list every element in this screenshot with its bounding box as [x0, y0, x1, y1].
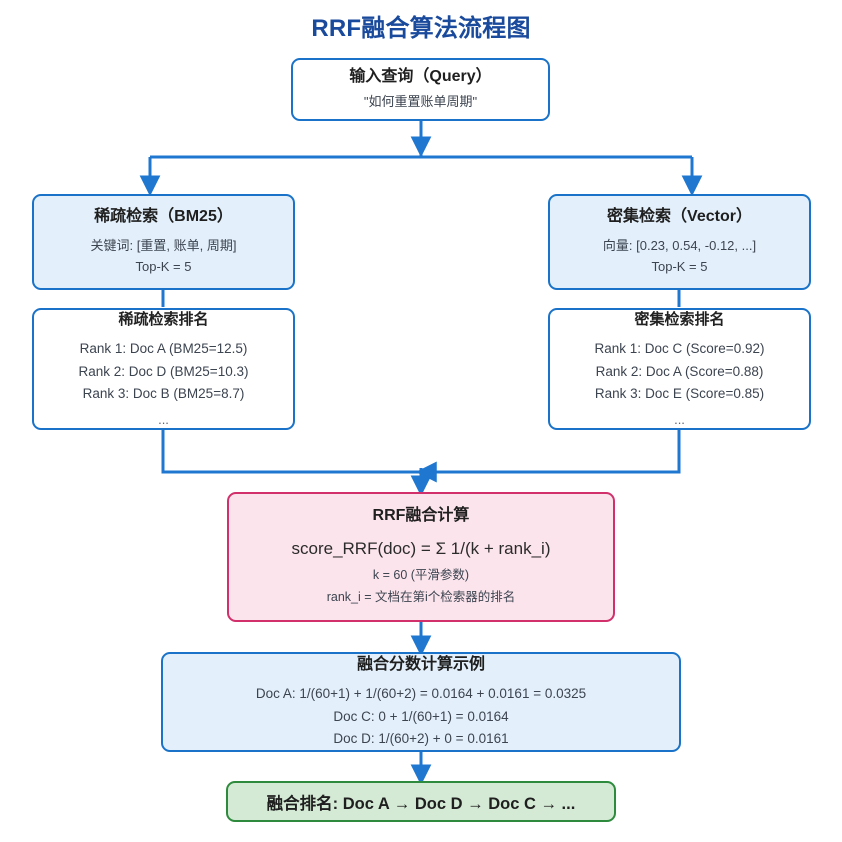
- node-rrf-fusion[interactable]: RRF融合计算 score_RRF(doc) = Σ 1/(k + rank_i…: [227, 492, 615, 622]
- node-dense-retrieval-topk: Top-K = 5: [651, 258, 708, 274]
- node-dense-ranking-row: Rank 2: Doc A (Score=0.88): [595, 363, 764, 379]
- node-fusion-example-row: Doc D: 1/(60+2) + 0 = 0.0161: [333, 730, 509, 746]
- node-dense-ranking[interactable]: 密集检索排名 Rank 1: Doc C (Score=0.92) Rank 2…: [548, 308, 811, 430]
- node-dense-retrieval[interactable]: 密集检索（Vector） 向量: [0.23, 0.54, -0.12, ...…: [548, 194, 811, 290]
- node-rrf-fusion-k-note: k = 60 (平滑参数): [372, 568, 470, 583]
- node-rrf-fusion-formula: score_RRF(doc) = Σ 1/(k + rank_i): [291, 538, 551, 558]
- node-dense-ranking-row: Rank 3: Doc E (Score=0.85): [594, 385, 765, 401]
- node-sparse-retrieval-keywords: 关键词: [重置, 账单, 周期]: [90, 238, 237, 253]
- node-input-query-heading: 输入查询（Query）: [349, 67, 492, 85]
- node-fusion-example-heading: 融合分数计算示例: [356, 655, 485, 673]
- node-dense-retrieval-vector: 向量: [0.23, 0.54, -0.12, ...]: [602, 238, 757, 253]
- edge-sparse-ranking-to-merge: [161, 430, 421, 474]
- node-dense-ranking-heading: 密集检索排名: [634, 311, 725, 329]
- node-rrf-fusion-rank-note: rank_i = 文档在第i个检索器的排名: [326, 590, 516, 605]
- node-sparse-retrieval-topk: Top-K = 5: [135, 258, 192, 274]
- node-dense-ranking-row: Rank 1: Doc C (Score=0.92): [594, 341, 765, 357]
- node-sparse-ranking-row: Rank 1: Doc A (BM25=12.5): [79, 341, 248, 357]
- node-sparse-ranking-ellipsis: ...: [158, 412, 169, 428]
- edge-dense-ranking-to-merge: [415, 430, 681, 483]
- node-fusion-example[interactable]: 融合分数计算示例 Doc A: 1/(60+1) + 1/(60+2) = 0.…: [161, 652, 681, 752]
- node-sparse-retrieval-heading: 稀疏检索（BM25）: [94, 208, 233, 226]
- node-final-ranking[interactable]: 融合排名: Doc A → Doc D → Doc C → ...: [226, 781, 616, 822]
- node-fusion-example-row: Doc A: 1/(60+1) + 1/(60+2) = 0.0164 + 0.…: [255, 686, 587, 702]
- node-dense-ranking-ellipsis: ...: [674, 412, 685, 428]
- node-sparse-ranking[interactable]: 稀疏检索排名 Rank 1: Doc A (BM25=12.5) Rank 2:…: [32, 308, 295, 430]
- node-sparse-ranking-row: Rank 2: Doc D (BM25=10.3): [78, 363, 249, 379]
- node-dense-retrieval-heading: 密集检索（Vector）: [607, 208, 752, 226]
- page-title: RRF融合算法流程图: [311, 15, 531, 42]
- node-input-query[interactable]: 输入查询（Query） "如何重置账单周期": [291, 58, 550, 121]
- edge-query-to-split: [150, 121, 692, 159]
- node-rrf-fusion-heading: RRF融合计算: [372, 507, 470, 525]
- node-input-query-text: "如何重置账单周期": [363, 94, 478, 110]
- node-sparse-retrieval[interactable]: 稀疏检索（BM25） 关键词: [重置, 账单, 周期] Top-K = 5: [32, 194, 295, 290]
- node-sparse-ranking-heading: 稀疏检索排名: [118, 311, 209, 329]
- node-sparse-ranking-row: Rank 3: Doc B (BM25=8.7): [82, 385, 245, 401]
- node-fusion-example-row: Doc C: 0 + 1/(60+1) = 0.0164: [333, 708, 509, 724]
- node-final-ranking-label: 融合排名: Doc A → Doc D → Doc C → ...: [266, 794, 576, 813]
